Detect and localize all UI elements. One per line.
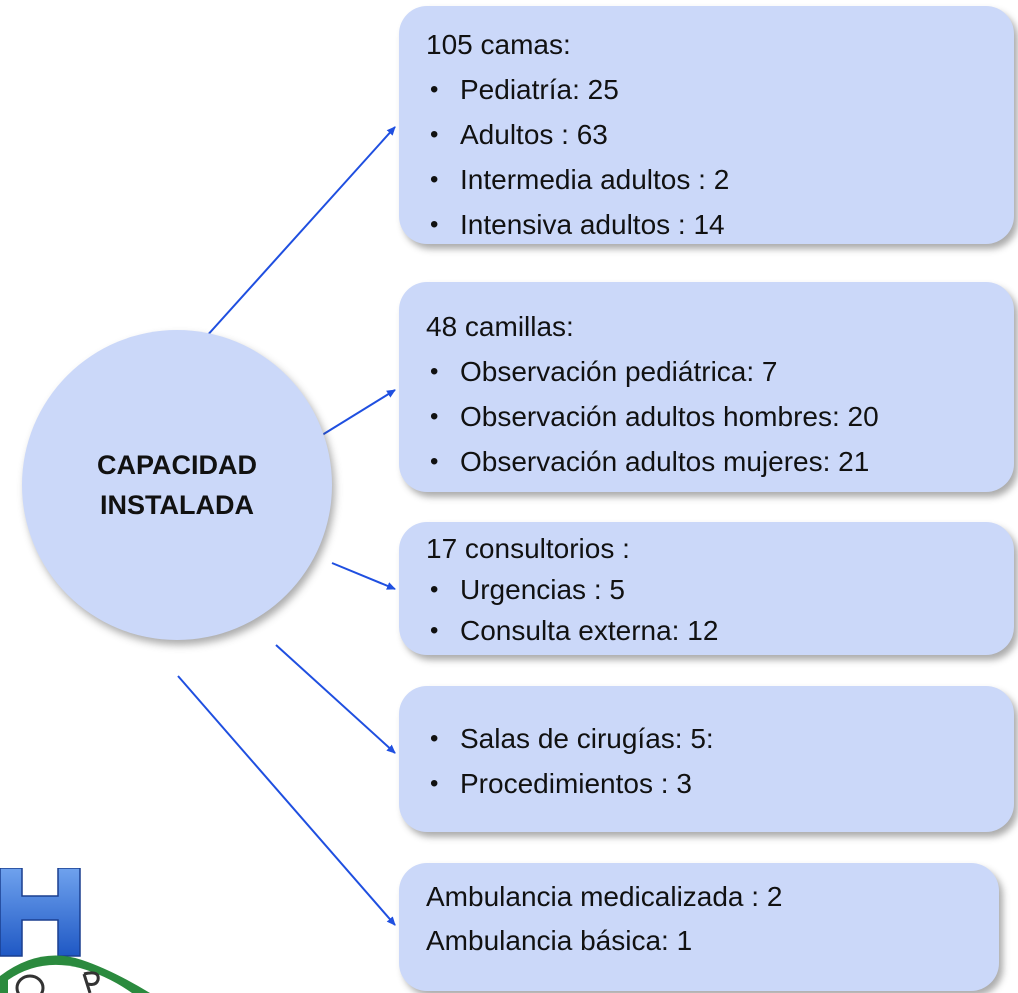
list-item: Observación adultos mujeres: 21: [426, 439, 1014, 484]
list-item: Urgencias : 5: [426, 569, 1014, 610]
camas-heading: 105 camas:: [426, 29, 571, 60]
center-node-capacidad-instalada: CAPACIDAD INSTALADA: [22, 330, 332, 640]
ambulancias-box: Ambulancia medicalizada : 2 Ambulancia b…: [399, 863, 999, 991]
list-item: Adultos : 63: [426, 112, 1014, 157]
list-item: Intermedia adultos : 2: [426, 157, 1014, 202]
arrow-to-consultorios: [331, 562, 396, 590]
camillas-heading: 48 camillas:: [426, 311, 574, 342]
cirugias-list: Salas de cirugías: 5: Procedimientos : 3: [426, 716, 1014, 806]
list-item: Salas de cirugías: 5:: [426, 716, 1014, 761]
center-label-line1: CAPACIDAD: [97, 450, 257, 480]
arrow-to-ambulancias: [177, 675, 396, 926]
list-item: Procedimientos : 3: [426, 761, 1014, 806]
consultorios-list: Urgencias : 5 Consulta externa: 12: [426, 569, 1014, 651]
list-item: Observación pediátrica: 7: [426, 349, 1014, 394]
camillas-box: 48 camillas: Observación pediátrica: 7 O…: [399, 282, 1014, 492]
list-item: Pediatría: 25: [426, 67, 1014, 112]
list-item: Intensiva adultos : 14: [426, 202, 1014, 247]
list-item: Consulta externa: 12: [426, 610, 1014, 651]
center-label-line2: INSTALADA: [100, 490, 254, 520]
camillas-list: Observación pediátrica: 7 Observación ad…: [426, 349, 1014, 484]
consultorios-box: 17 consultorios : Urgencias : 5 Consulta…: [399, 522, 1014, 655]
arrow-to-camillas: [313, 389, 396, 441]
consultorios-heading: 17 consultorios :: [426, 533, 630, 564]
ambulancia-medicalizada-line: Ambulancia medicalizada : 2: [426, 881, 783, 912]
cirugias-box: Salas de cirugías: 5: Procedimientos : 3: [399, 686, 1014, 832]
ambulancia-basica-line: Ambulancia básica: 1: [426, 925, 693, 956]
camas-box: 105 camas: Pediatría: 25 Adultos : 63 In…: [399, 6, 1014, 247]
arrow-to-cirugias: [275, 644, 396, 754]
center-node-label: CAPACIDAD INSTALADA: [72, 445, 282, 525]
list-item: Observación adultos hombres: 20: [426, 394, 1014, 439]
arrow-to-camas: [177, 126, 396, 369]
hospital-logo-icon: [0, 868, 150, 993]
camas-list: Pediatría: 25 Adultos : 63 Intermedia ad…: [426, 67, 1014, 247]
